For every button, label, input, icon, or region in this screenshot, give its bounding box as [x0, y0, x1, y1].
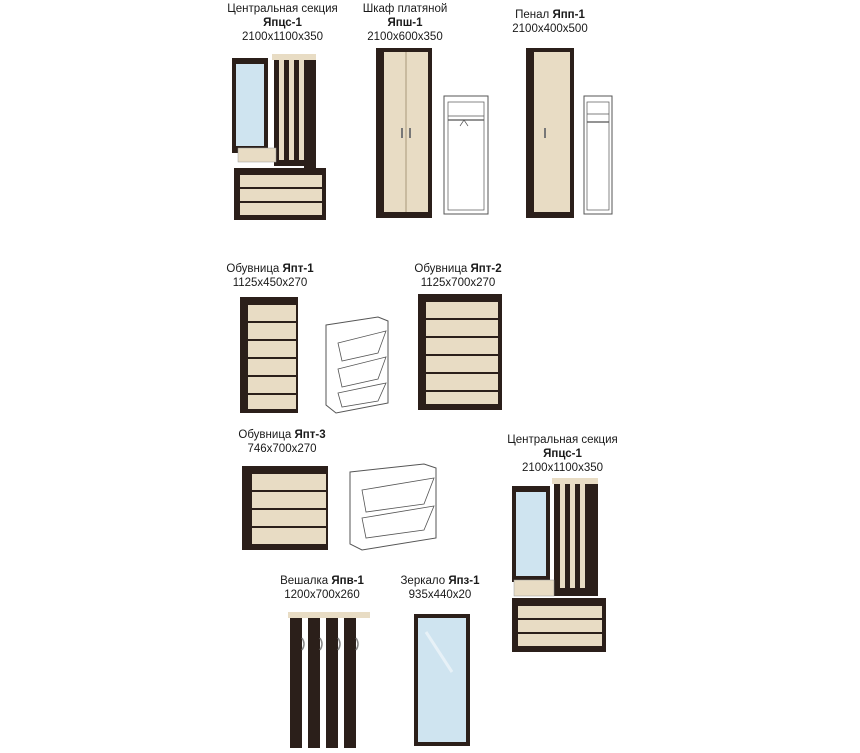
caption-name: Вешалка — [280, 575, 329, 587]
caption-code: Япт-1 — [282, 263, 314, 275]
wardrobe-image — [372, 48, 494, 220]
caption-title: Пенал Япп-1 — [495, 8, 605, 22]
central-section-image-1 — [222, 50, 332, 225]
caption-name: Обувница — [414, 263, 468, 275]
caption-code: Япцс-1 — [543, 448, 582, 460]
caption-code: Япш-1 — [387, 17, 423, 29]
caption-dims: 2100x400x500 — [512, 23, 588, 35]
caption-name: Обувница — [238, 429, 292, 441]
caption-central-section-1: Центральная секция Япцс-1 2100x1100x350 — [205, 2, 360, 44]
caption-title: Вешалка Япв-1 — [262, 574, 382, 588]
caption-code: Япп-1 — [552, 9, 585, 21]
caption-dims: 2100x1100x350 — [242, 31, 323, 43]
caption-coat-rack: Вешалка Япв-1 1200x700x260 — [262, 574, 382, 602]
caption-dims: 935x440x20 — [408, 589, 472, 601]
caption-dims: 1125x450x270 — [232, 277, 308, 289]
caption-code: Япцс-1 — [263, 17, 302, 29]
caption-shoe-cabinet-2: Обувница Япт-2 1125x700x270 — [398, 262, 518, 290]
caption-dims: 2100x600x350 — [367, 31, 443, 43]
caption-name: Обувница — [226, 263, 280, 275]
caption-shoe-cabinet-1: Обувница Япт-1 1125x450x270 — [210, 262, 330, 290]
caption-name: Центральная секция — [227, 3, 338, 15]
caption-dims: 746x700x270 — [247, 443, 317, 455]
caption-code: Япз-1 — [448, 575, 480, 587]
mirror-image — [412, 612, 472, 748]
caption-code: Япт-2 — [470, 263, 502, 275]
coat-rack-image — [284, 608, 374, 750]
caption-wardrobe: Шкаф платяной Япш-1 2100x600x350 — [345, 2, 465, 44]
caption-title: Обувница Япт-3 — [222, 428, 342, 442]
caption-name: Пенал — [515, 9, 550, 21]
caption-shoe-cabinet-3: Обувница Япт-3 746x700x270 — [222, 428, 342, 456]
caption-mirror: Зеркало Япз-1 935x440x20 — [380, 574, 500, 602]
shoe-cabinet-3-image — [240, 460, 440, 556]
tall-cabinet-image — [524, 48, 616, 220]
caption-code: Япв-1 — [331, 575, 364, 587]
caption-central-section-2: Центральная секция Япцс-1 2100x1100x350 — [485, 433, 640, 475]
caption-name: Центральная секция — [507, 434, 618, 446]
caption-name: Шкаф платяной — [362, 3, 448, 15]
central-section-image-2 — [508, 476, 612, 654]
caption-title: Зеркало Япз-1 — [380, 574, 500, 588]
caption-title: Обувница Япт-1 — [210, 262, 330, 276]
caption-tall-cabinet: Пенал Япп-1 2100x400x500 — [495, 8, 605, 36]
caption-code: Япт-3 — [294, 429, 326, 441]
caption-dims: 1200x700x260 — [284, 589, 360, 601]
caption-dims: 2100x1100x350 — [522, 462, 603, 474]
shoe-cabinet-1-image — [238, 295, 398, 415]
caption-dims: 1125x700x270 — [420, 277, 496, 289]
caption-title: Обувница Япт-2 — [398, 262, 518, 276]
shoe-cabinet-2-image — [418, 294, 502, 412]
caption-name: Зеркало — [400, 575, 446, 587]
